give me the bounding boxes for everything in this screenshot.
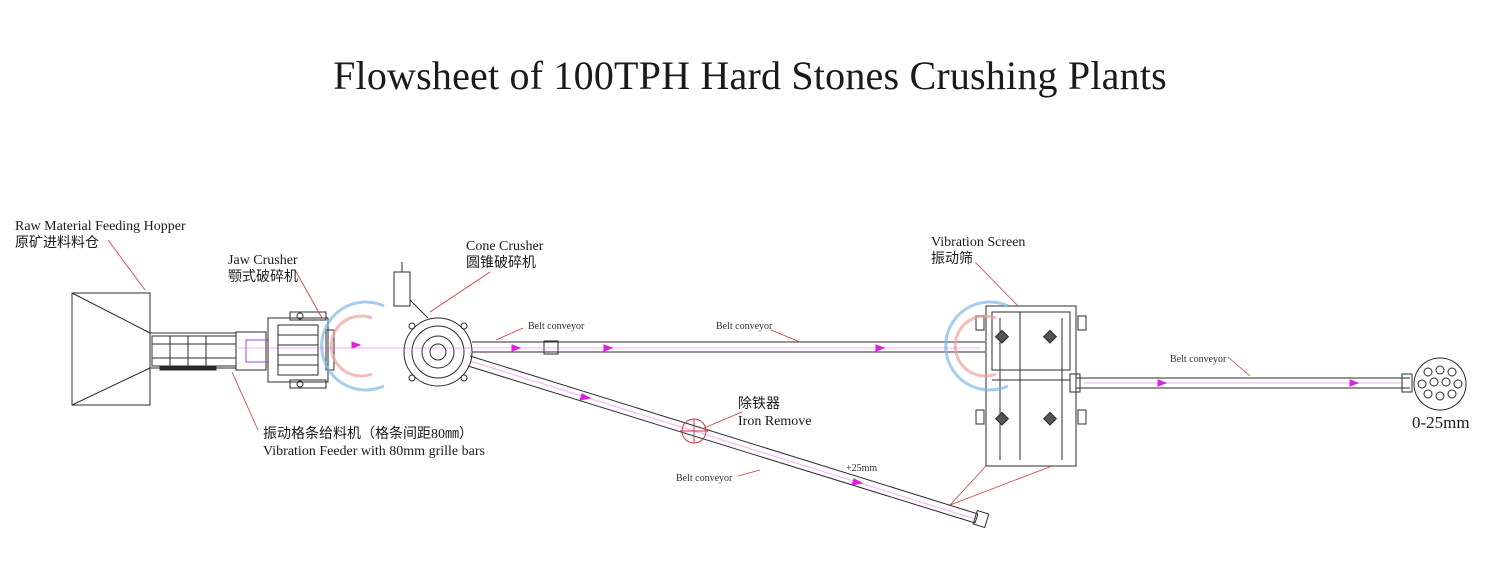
vibration-screen-label: Vibration Screen 振动筛 (931, 234, 1025, 268)
flow-arrow (1157, 379, 1168, 387)
cone-crusher-label-cn: 圆锥破碎机 (466, 256, 536, 271)
flow-arrow (579, 393, 592, 401)
jaw-crusher (267, 311, 335, 389)
flow-arrow (851, 478, 864, 486)
cone-crusher-label: Cone Crusher 圆锥破碎机 (466, 238, 543, 272)
belt-conveyor-main (472, 340, 985, 355)
vibration-feeder-label: 振动格条给料机（格条间距80㎜） Vibration Feeder with 8… (263, 426, 485, 460)
belt-conveyor-product (1069, 373, 1413, 393)
hopper-label-cn: 原矿进料料仓 (15, 236, 99, 251)
leader-lines (107, 239, 1251, 506)
hopper-label-en: Raw Material Feeding Hopper (15, 219, 186, 234)
vibration-screen-label-cn: 振动筛 (931, 252, 973, 267)
oversize-label: +25mm (846, 463, 878, 474)
vibration-feeder-label-cn: 振动格条给料机（格条间距80㎜） (263, 427, 473, 442)
belt-conveyor-label-2: Belt conveyor (716, 321, 773, 332)
vibration-screen-label-en: Vibration Screen (931, 235, 1026, 250)
belt-conveyor-label-3: Belt conveyor (1170, 354, 1227, 365)
flow-arrows (238, 341, 1404, 520)
watermark-logo-right (944, 300, 1009, 392)
iron-remover-label-cn: 除铁器 (738, 397, 780, 412)
flow-arrow (875, 344, 886, 352)
vibration-feeder-label-en: Vibration Feeder with 80mm grille bars (263, 444, 485, 459)
iron-remover-label-en: Iron Remove (738, 414, 812, 429)
flow-arrow (351, 341, 362, 349)
vibration-screen (975, 305, 1087, 467)
jaw-crusher-label-en: Jaw Crusher (228, 253, 298, 268)
jaw-crusher-label: Jaw Crusher 颚式破碎机 (228, 252, 298, 286)
iron-remover (680, 418, 708, 444)
cone-crusher (393, 262, 473, 387)
cone-crusher-label-en: Cone Crusher (466, 239, 544, 254)
iron-remover-label: 除铁器 Iron Remove (738, 396, 811, 430)
belt-conveyor-label-1: Belt conveyor (528, 321, 585, 332)
product-size-label: 0-25mm (1412, 413, 1470, 432)
jaw-crusher-label-cn: 颚式破碎机 (228, 270, 298, 285)
belt-conveyor-label-4: Belt conveyor (676, 473, 733, 484)
feeding-hopper (71, 292, 237, 406)
product-stockpile (1413, 357, 1467, 411)
flow-arrow (603, 344, 614, 352)
flow-arrow (511, 344, 522, 352)
diagram-title: Flowsheet of 100TPH Hard Stones Crushing… (333, 53, 1167, 98)
flow-arrow (1349, 379, 1360, 387)
belt-conveyor-inclined (467, 355, 990, 529)
vibration-feeder (151, 331, 269, 371)
watermark-logo-left (320, 300, 385, 392)
hopper-label: Raw Material Feeding Hopper 原矿进料料仓 (15, 218, 186, 252)
